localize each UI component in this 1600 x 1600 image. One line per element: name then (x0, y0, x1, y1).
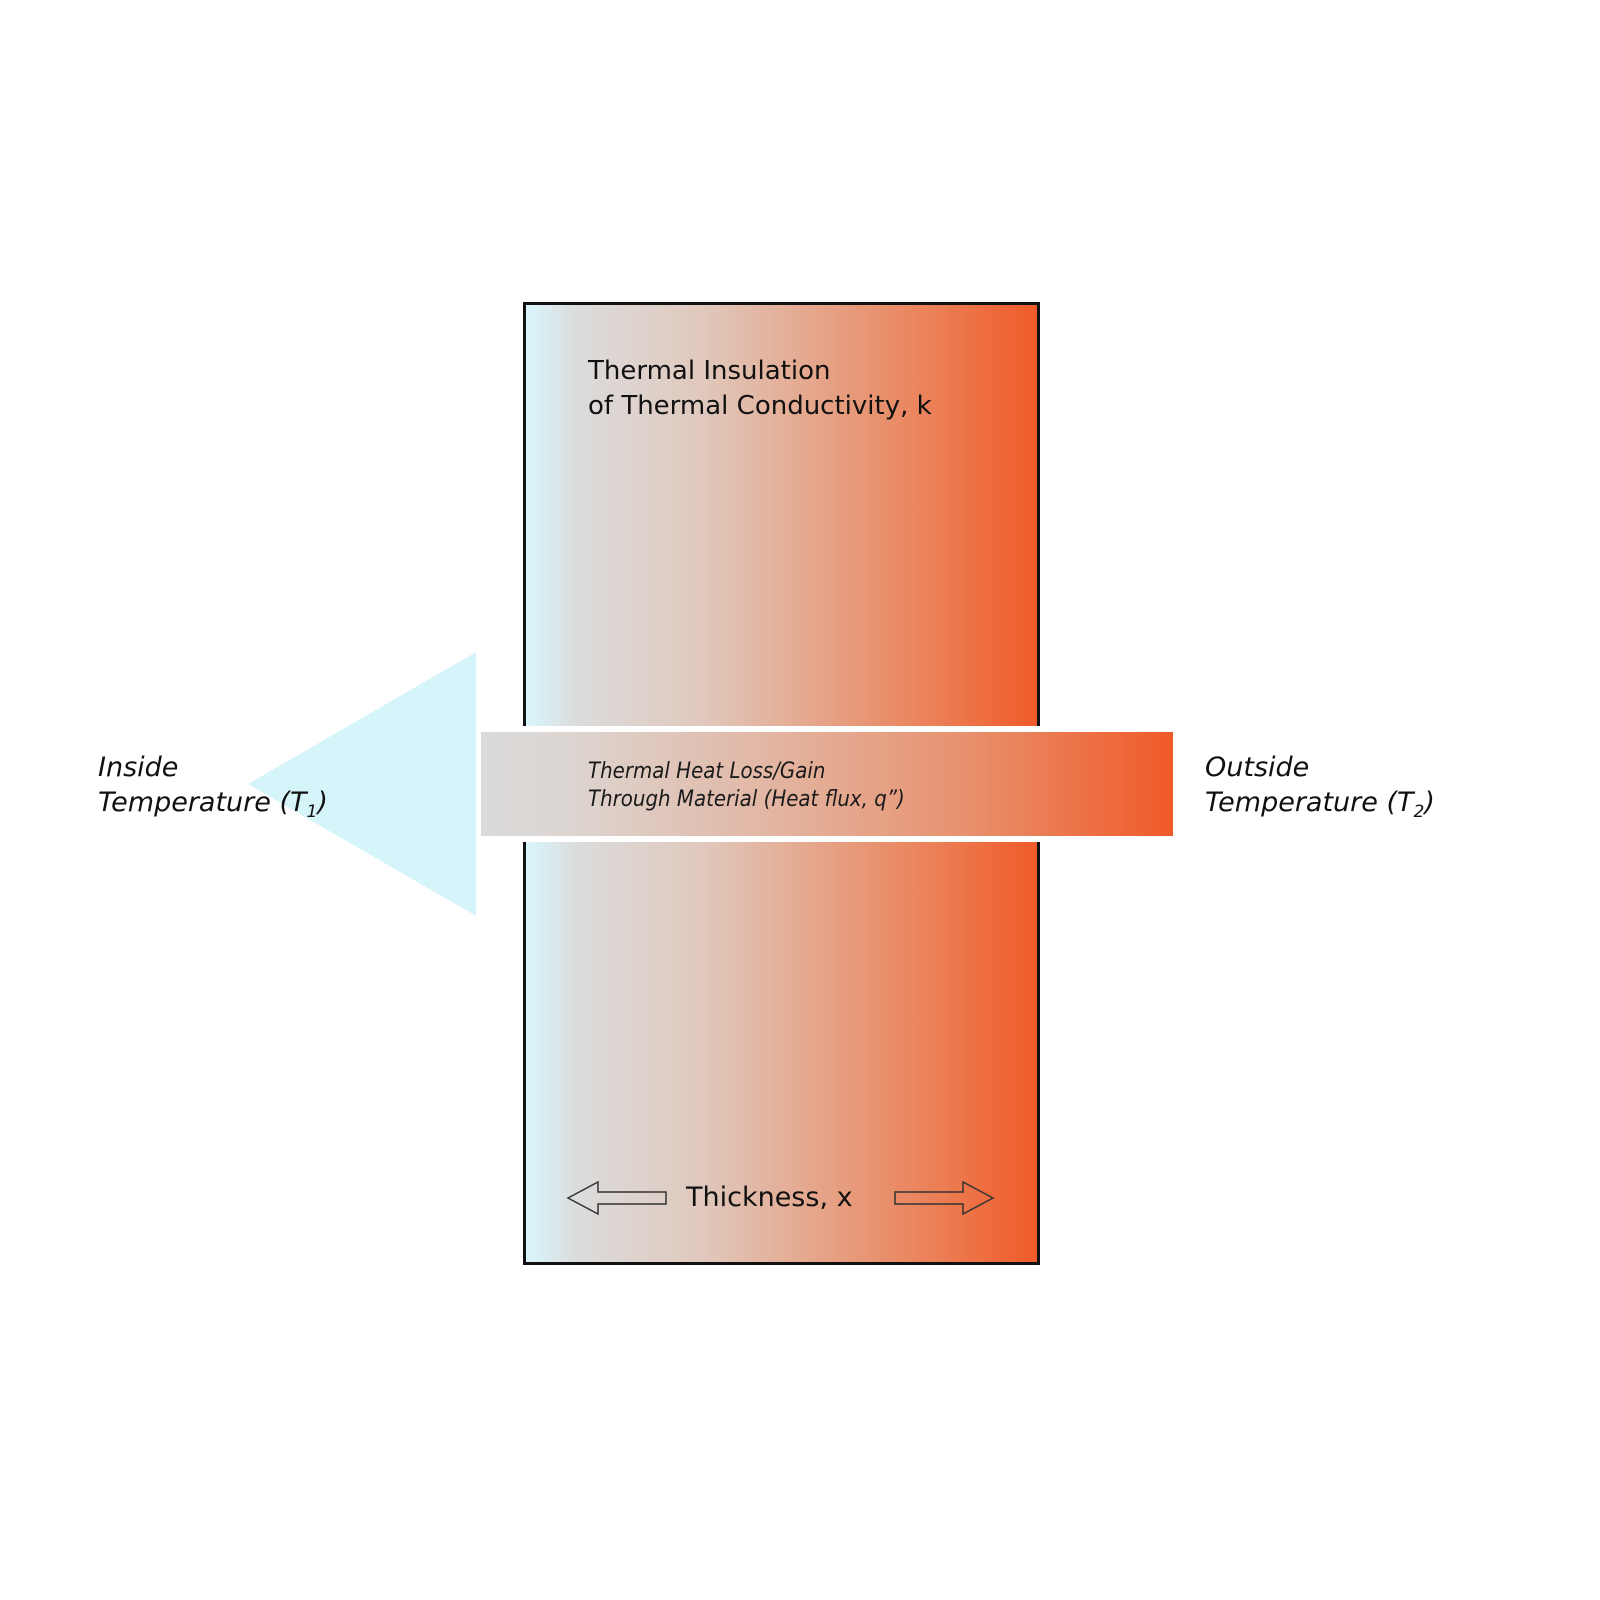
inside-label-prefix: Temperature (T (98, 787, 307, 818)
inside-label-subscript: 1 (306, 802, 318, 822)
arrow-left-outline-icon (566, 1180, 667, 1216)
inside-label-line2: Temperature (T1) (98, 785, 328, 822)
inside-label-suffix: ) (317, 787, 328, 818)
outside-temperature-label: Outside Temperature (T2) (1205, 750, 1435, 822)
material-title-line2: of Thermal Conductivity, k (588, 391, 932, 421)
thickness-label: Thickness, x (686, 1182, 853, 1213)
heat-flux-label-line1: Thermal Heat Loss/Gain (588, 759, 826, 784)
outside-label-line1: Outside (1205, 752, 1310, 783)
outside-label-suffix: ) (1424, 787, 1435, 818)
heat-flux-label: Thermal Heat Loss/Gain Through Material … (588, 758, 905, 814)
inside-temperature-label: Inside Temperature (T1) (98, 750, 328, 822)
inside-label-line1: Inside (98, 752, 179, 783)
arrow-right-outline-icon (894, 1180, 995, 1216)
material-title-line1: Thermal Insulation (588, 356, 831, 386)
material-title: Thermal Insulation of Thermal Conductivi… (588, 354, 932, 424)
heat-flux-label-line2: Through Material (Heat flux, q”) (588, 787, 905, 812)
heat-flux-bar (481, 732, 1173, 836)
heat-flow-arrowhead-icon (248, 652, 476, 916)
outside-label-subscript: 2 (1413, 802, 1425, 822)
outside-label-line2: Temperature (T2) (1205, 785, 1435, 822)
outside-label-prefix: Temperature (T (1205, 787, 1414, 818)
